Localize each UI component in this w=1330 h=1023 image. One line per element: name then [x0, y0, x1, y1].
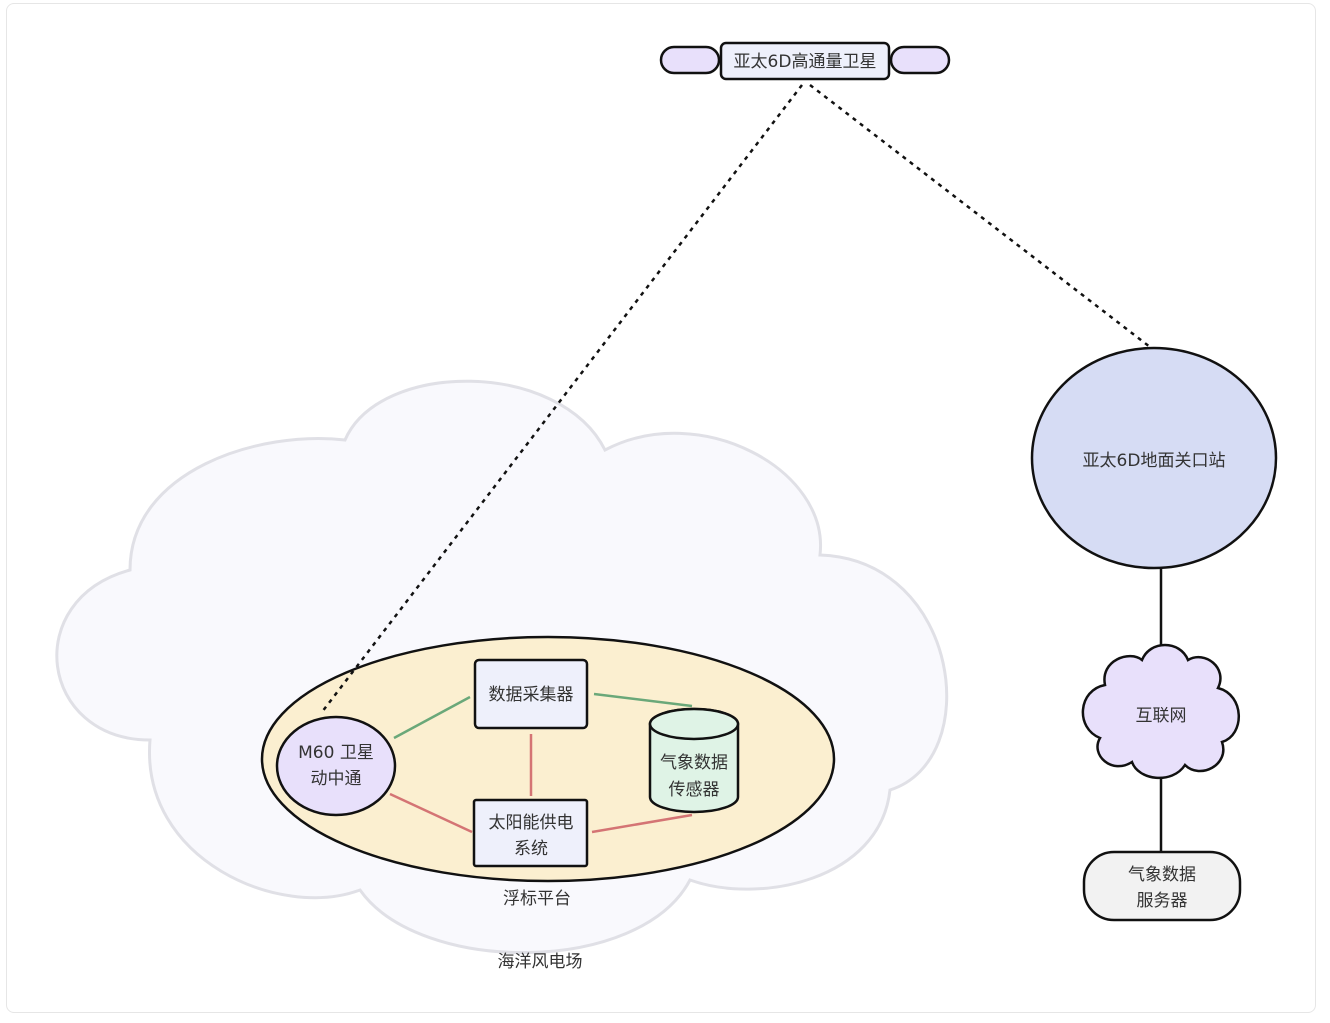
link-m60-collector [393, 695, 471, 740]
weather-sensor-label-line1: 气象数据 [660, 753, 728, 773]
gateway-circle [1030, 346, 1278, 570]
link-solar-sensor [591, 813, 693, 834]
satellite-link-gateway [809, 84, 1151, 348]
internet-node[interactable]: 互联网 [1081, 643, 1240, 780]
gateway-node[interactable]: 亚太6D地面关口站 [1030, 346, 1278, 570]
solar-power-box [472, 798, 589, 868]
weather-server-node[interactable]: 气象数据 服务器 [1082, 850, 1242, 922]
solar-power-node[interactable]: 太阳能供电 系统 [472, 798, 589, 868]
satellite-left-panel [659, 45, 721, 75]
weather-sensor-cylinder-top [648, 707, 740, 741]
m60-terminal-node[interactable]: M60 卫星 动中通 [275, 715, 397, 817]
buoy-platform-label: 浮标平台 [503, 889, 571, 909]
internet-cloud-shape [1081, 643, 1240, 780]
solar-power-label-line2: 系统 [514, 839, 548, 859]
link-m60-solar [389, 792, 473, 834]
data-collector-label: 数据采集器 [489, 685, 574, 705]
weather-server-box [1082, 850, 1242, 922]
weather-sensor-node[interactable]: 气象数据 传感器 [648, 707, 740, 814]
canvas-frame [6, 3, 1316, 1013]
internet-label: 互联网 [1136, 706, 1187, 726]
weather-sensor-label-line2: 传感器 [669, 780, 720, 800]
weather-server-label-line1: 气象数据 [1128, 865, 1196, 885]
satellite-right-panel [889, 45, 951, 75]
wind-farm-label: 海洋风电场 [498, 952, 583, 972]
m60-terminal-circle [275, 715, 397, 817]
m60-label-line1: M60 卫星 [298, 743, 374, 763]
satellite-label: 亚太6D高通量卫星 [734, 52, 877, 72]
data-collector-box [473, 658, 589, 730]
satellite-link-m60 [321, 84, 803, 713]
data-collector-node[interactable]: 数据采集器 [473, 658, 589, 730]
weather-server-label-line2: 服务器 [1137, 891, 1188, 911]
buoy-platform [260, 635, 836, 883]
m60-label-line2: 动中通 [311, 769, 362, 789]
link-collector-sensor [593, 692, 693, 708]
satellite-body [719, 41, 891, 81]
satellite-node[interactable]: 亚太6D高通量卫星 [659, 41, 951, 81]
gateway-label: 亚太6D地面关口站 [1083, 451, 1226, 471]
solar-power-label-line1: 太阳能供电 [489, 813, 574, 833]
